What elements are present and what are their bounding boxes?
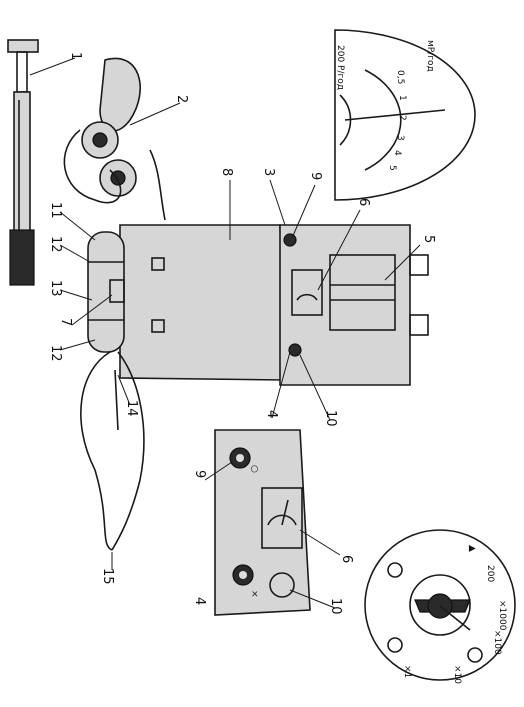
switch-label-5: ▲ — [467, 545, 477, 552]
callout-12b: 12 — [48, 345, 63, 362]
probe-cylinder — [87, 231, 125, 353]
callout-4a: 4 — [264, 410, 279, 418]
callout-1: 1 — [68, 52, 83, 60]
switch-label-0: 200 — [485, 565, 495, 582]
cable — [80, 351, 145, 551]
dial-scale: мР/год 200 Р/год 0,5 1 2 3 4 5 — [334, 29, 476, 201]
callout-10b: 10 — [328, 598, 343, 615]
dial-bottom-label: 200 Р/год — [335, 45, 345, 90]
panel-symbol-right: × — [249, 590, 259, 598]
callout-labels: 1 2 8 3 9 6 5 11 12 13 7 12 14 4 10 9 6 … — [48, 52, 436, 615]
callout-5: 5 — [421, 235, 436, 243]
probe-rod — [7, 39, 39, 286]
callout-6b: 6 — [339, 555, 354, 563]
callout-2: 2 — [174, 95, 189, 103]
panel-symbol-left: ○ — [249, 465, 259, 473]
callout-15: 15 — [100, 568, 115, 585]
switch-label-2: ×100 — [492, 630, 502, 655]
callout-6a: 6 — [356, 198, 371, 206]
callout-10a: 10 — [323, 410, 338, 427]
dial-tick-0: 0,5 — [395, 70, 405, 84]
lower-panel — [279, 224, 429, 386]
callout-9b: 9 — [192, 470, 207, 478]
switch-label-4: ×1 — [402, 665, 412, 678]
callout-9a: 9 — [308, 172, 323, 180]
dial-tick-5: 5 — [387, 165, 397, 171]
dial-tick-4: 4 — [392, 150, 402, 156]
detail-panel: ○ × — [214, 429, 311, 616]
callout-8: 8 — [219, 168, 234, 176]
callout-7: 7 — [58, 318, 73, 326]
callout-11: 11 — [48, 202, 63, 219]
headphones — [63, 57, 166, 221]
dial-top-label: мР/год — [425, 40, 435, 72]
callout-12a: 12 — [48, 236, 63, 253]
callout-4b: 4 — [192, 597, 207, 605]
callout-3: 3 — [261, 168, 276, 176]
dial-tick-1: 1 — [397, 95, 407, 101]
dial-tick-3: 3 — [395, 135, 405, 141]
switch-label-1: ×1000 — [497, 600, 507, 631]
leader-lines — [29, 57, 421, 609]
instrument-body — [119, 224, 286, 381]
range-switch: 200 ×1000 ×100 ×10 ×1 ▲ — [364, 529, 516, 684]
switch-label-3: ×10 — [452, 665, 462, 684]
callout-13: 13 — [48, 280, 63, 297]
dial-tick-2: 2 — [397, 115, 407, 121]
callout-14: 14 — [124, 400, 139, 417]
